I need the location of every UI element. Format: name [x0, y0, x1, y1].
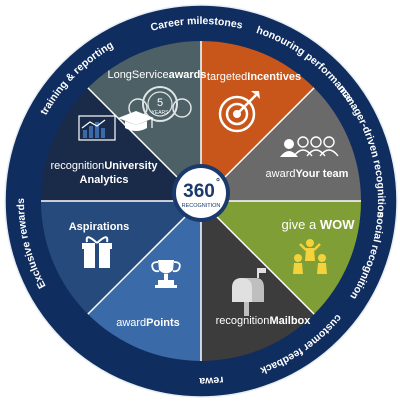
segment-label-light: targeted [207, 71, 247, 83]
segment-label-light: award [116, 317, 146, 329]
segment-label-bold: Points [146, 317, 180, 329]
segment-awardpoints [87, 201, 201, 361]
center-inner-circle [176, 168, 226, 218]
center-degree: ° [216, 177, 220, 188]
segment-label-light: recognition [50, 160, 104, 172]
segment-label: recognitionMailbox [216, 315, 312, 327]
center-number: 360 [183, 181, 215, 202]
segment-label: awardPoints [116, 317, 180, 329]
segment-awardyour-team [201, 87, 361, 201]
people-celebrating-icon [293, 239, 327, 274]
segment-label-bold: Your team [295, 168, 348, 180]
segment-label: give a WOW [282, 217, 356, 232]
five-years-medal-icon: 5 YEARS [128, 86, 192, 122]
graduation-analytics-icon [78, 111, 154, 141]
segment-label-light: award [266, 168, 296, 180]
segment-label-bold: University [104, 160, 158, 172]
segment-label-light: give a [282, 217, 320, 232]
gift-icon [82, 236, 112, 268]
segment-label-bold: Incentives [247, 71, 301, 83]
segment-label: LongServiceawards [107, 69, 206, 81]
mailbox-icon [232, 268, 266, 316]
center-badge: 360 ° RECOGNITION [172, 164, 230, 222]
medal-subtext: YEARS [152, 110, 170, 116]
segment-label-light: LongService [107, 69, 168, 81]
segment-label: recognitionUniversity [50, 160, 158, 172]
segment-label: targetedIncentives [207, 71, 301, 83]
segment-separator [200, 200, 315, 315]
segment-label: awardYour team [266, 168, 349, 180]
segment-label-line2: Analytics [80, 174, 129, 186]
medal-number: 5 [157, 97, 163, 109]
target-icon [218, 91, 260, 133]
trophy-icon [151, 260, 181, 288]
segment-give-a-wow [201, 201, 361, 315]
center-label: RECOGNITION [182, 203, 221, 209]
segment-label: Aspirations [69, 221, 130, 233]
segment-aspirations [41, 201, 201, 315]
segments [41, 41, 361, 361]
segment-label-bold: Mailbox [269, 315, 311, 327]
team-group-icon [280, 136, 339, 157]
segment-label-bold: Aspirations [69, 221, 130, 233]
segment-icons: 5 YEARS [78, 86, 339, 316]
segment-separator [87, 200, 202, 315]
segment-targetedincentives [201, 41, 315, 201]
segment-label-bold: WOW [320, 217, 355, 232]
segment-label-bold: awards [169, 69, 207, 81]
ring-edge [4, 4, 398, 398]
segment-label-light: recognition [216, 315, 270, 327]
